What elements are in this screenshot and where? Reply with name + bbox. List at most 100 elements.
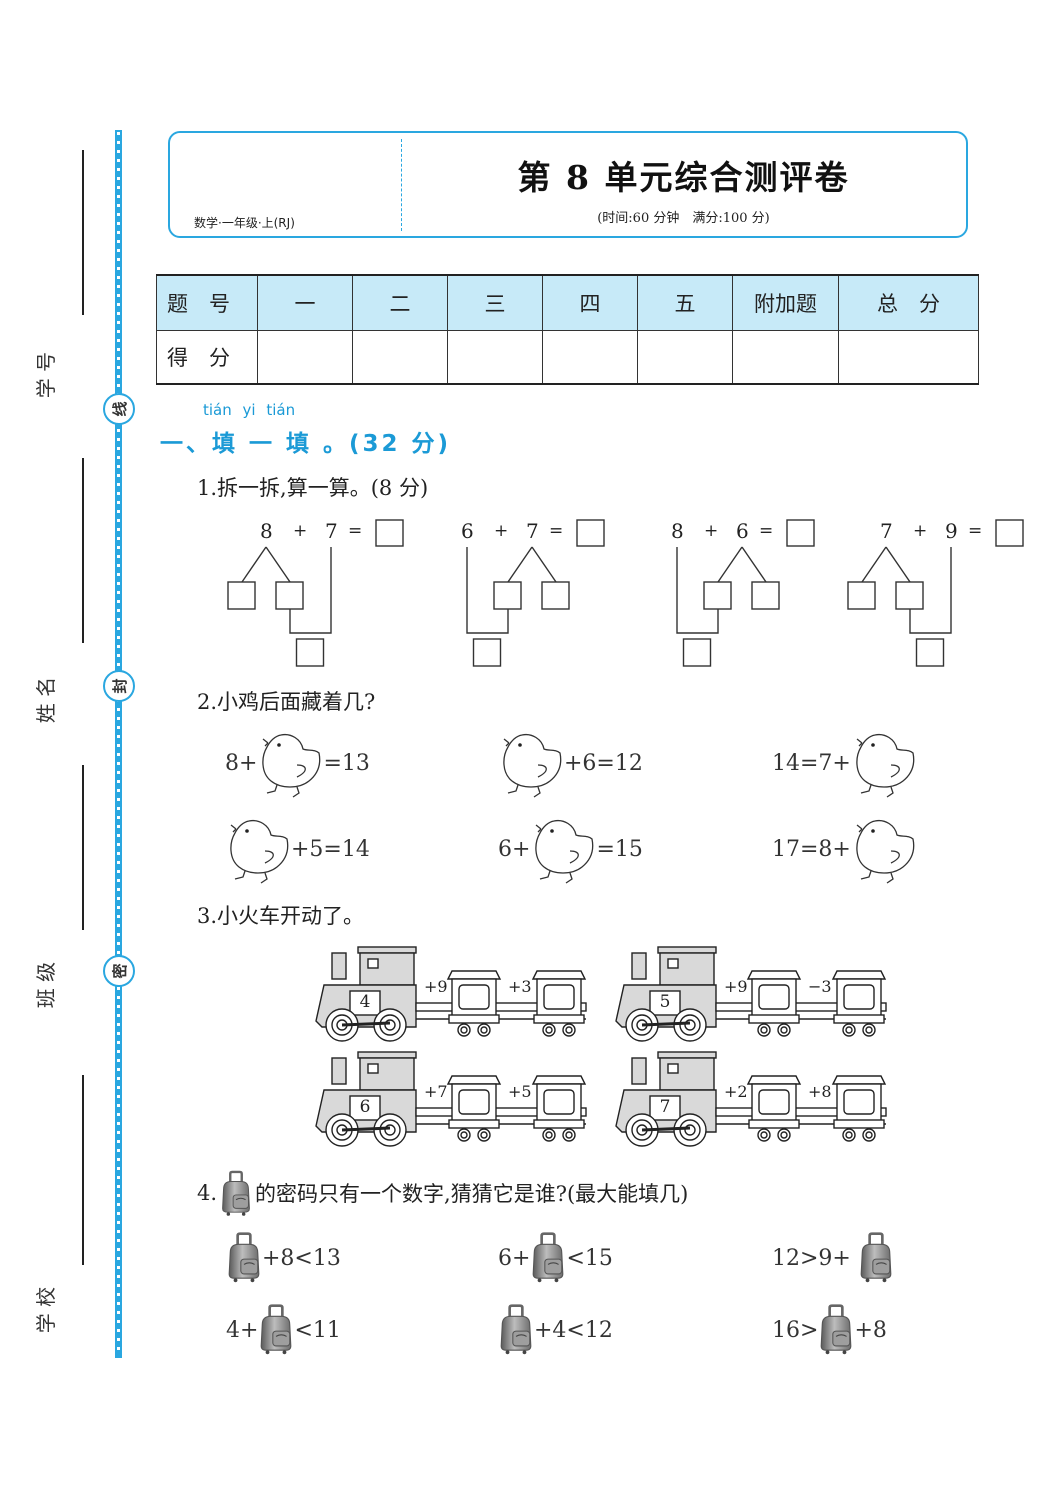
plus-sign: + xyxy=(293,521,308,541)
lock-inequality: 12>9+ xyxy=(772,1228,894,1288)
score-table-header-row: 题 号 一 二 三 四 五 附加题 总 分 xyxy=(156,274,979,331)
start-number-plate xyxy=(349,1095,381,1121)
lock-blank[interactable] xyxy=(858,1230,894,1286)
train-operation-2: +8 xyxy=(808,1082,832,1101)
answer-window xyxy=(458,984,490,1010)
section-pinyin: tián yi tián xyxy=(203,401,296,419)
inequality-after: +4<12 xyxy=(534,1317,613,1343)
equation-before: 14=7+ xyxy=(772,750,851,776)
answer-window xyxy=(758,984,790,1010)
student-id-line[interactable] xyxy=(82,150,84,315)
page-title: 第 8 单元综合测评卷 xyxy=(517,158,850,197)
plus-sign: + xyxy=(704,521,719,541)
sum-box xyxy=(295,638,325,667)
inequality-before: 4+ xyxy=(226,1317,259,1343)
score-cell[interactable] xyxy=(838,330,979,385)
answer-box xyxy=(375,519,404,547)
answer-window xyxy=(843,1089,875,1115)
header-cell: 附加题 xyxy=(732,274,839,331)
suitcase-lock-icon xyxy=(222,1170,250,1216)
equation-after: =13 xyxy=(323,750,370,776)
score-cell[interactable] xyxy=(637,330,733,385)
train-problem: 5+9−3 xyxy=(612,945,892,1043)
inequality-after: <11 xyxy=(294,1317,341,1343)
question-1-label: 1.拆一拆,算一算。(8 分) xyxy=(197,476,429,500)
split-diagram xyxy=(847,519,1024,667)
chick-blank[interactable] xyxy=(530,813,596,885)
plus-sign: + xyxy=(494,521,509,541)
lock-blank[interactable] xyxy=(530,1230,566,1286)
score-cell[interactable] xyxy=(732,330,839,385)
name-line[interactable] xyxy=(82,458,84,643)
split-problem: 8+6= xyxy=(665,515,895,675)
lock-inequality: +4<12 xyxy=(498,1300,613,1360)
header-cell: 五 xyxy=(637,274,733,331)
train-operation-2: +3 xyxy=(508,977,532,996)
lock-blank[interactable] xyxy=(226,1230,262,1286)
score-cell[interactable] xyxy=(447,330,543,385)
train-start-number: 7 xyxy=(659,1097,671,1117)
train-operation-1: +9 xyxy=(424,977,448,996)
equals-sign: = xyxy=(348,521,363,541)
lock-inequality: +8<13 xyxy=(226,1228,341,1288)
lock-blank[interactable] xyxy=(498,1302,534,1358)
inequality-after: <15 xyxy=(566,1245,613,1271)
lock-inequality: 16>+8 xyxy=(772,1300,887,1360)
split-box-right xyxy=(751,581,780,610)
chick-icon xyxy=(230,819,289,884)
sum-box xyxy=(682,638,712,667)
class-line[interactable] xyxy=(82,765,84,930)
answer-box xyxy=(786,519,815,547)
score-cell[interactable] xyxy=(257,330,353,385)
equation-before: 17=8+ xyxy=(772,836,851,862)
header-cell: 三 xyxy=(447,274,543,331)
chick-blank[interactable] xyxy=(225,813,291,885)
addend-a: 8 xyxy=(671,519,684,543)
train-start-number: 5 xyxy=(659,992,671,1012)
header-cell: 题 号 xyxy=(156,274,258,331)
score-cell[interactable] xyxy=(542,330,638,385)
split-box-left xyxy=(703,581,732,610)
chick-blank[interactable] xyxy=(257,727,323,799)
suitcase-lock-icon xyxy=(821,1304,852,1355)
addend-b: 6 xyxy=(736,519,749,543)
exam-header: 数学·一年级·上(RJ) 第 8 单元综合测评卷 (时间:60 分钟 满分:10… xyxy=(168,131,968,238)
equation-after: +5=14 xyxy=(291,836,370,862)
chick-icon xyxy=(856,733,915,798)
split-diagram xyxy=(227,519,404,667)
lock-blank[interactable] xyxy=(258,1302,294,1358)
score-cell[interactable] xyxy=(352,330,448,385)
score-table-row: 得 分 xyxy=(156,330,979,385)
chick-icon xyxy=(503,733,562,798)
lock-blank[interactable] xyxy=(818,1302,854,1358)
split-box-left xyxy=(227,581,256,610)
answer-window xyxy=(543,1089,575,1115)
inequality-after: +8<13 xyxy=(262,1245,341,1271)
start-number-plate xyxy=(349,990,381,1016)
inequality-after: +8 xyxy=(854,1317,887,1343)
equation-before: 8+ xyxy=(225,750,258,776)
header-cell: 二 xyxy=(352,274,448,331)
train-operation-1: +9 xyxy=(724,977,748,996)
train-operation-1: +7 xyxy=(424,1082,448,1101)
chick-blank[interactable] xyxy=(498,727,564,799)
label-name: 姓 名 xyxy=(34,676,58,724)
train-drawing xyxy=(615,946,887,1042)
answer-window xyxy=(543,984,575,1010)
question-4-text: 的密码只有一个数字,猜猜它是谁?(最大能填几) xyxy=(255,1182,689,1206)
split-box-left xyxy=(493,581,522,610)
split-diagram xyxy=(466,519,605,667)
plus-sign: + xyxy=(913,521,928,541)
split-problem: 6+7= xyxy=(455,515,685,675)
split-box-right xyxy=(275,581,304,610)
answer-box xyxy=(576,519,605,547)
equation-after: +6=12 xyxy=(564,750,643,776)
equation-before: 6+ xyxy=(498,836,531,862)
train-drawing xyxy=(315,946,587,1042)
chick-blank[interactable] xyxy=(851,813,917,885)
label-school: 学 校 xyxy=(34,1286,58,1334)
chick-blank[interactable] xyxy=(851,727,917,799)
school-line[interactable] xyxy=(82,1075,84,1265)
equals-sign: = xyxy=(968,521,983,541)
chick-equation: 17=8+ xyxy=(772,814,917,884)
